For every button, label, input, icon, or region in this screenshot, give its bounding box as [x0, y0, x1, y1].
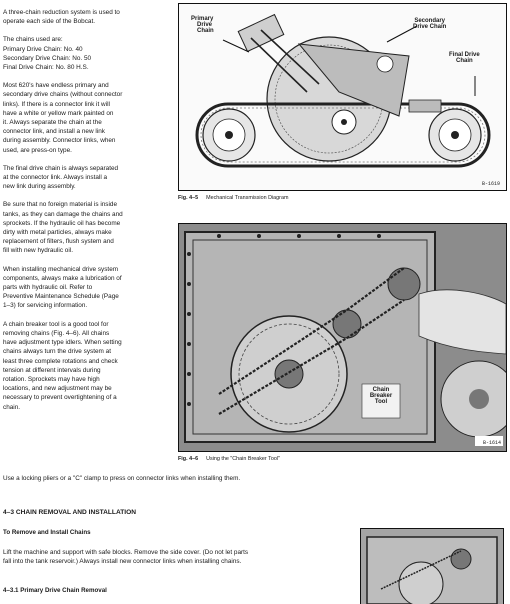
subsection-heading: 4–3.1 Primary Drive Chain Removal: [3, 587, 107, 594]
connector-link-paragraph: Most 620's have endless primary and seco…: [3, 82, 123, 154]
chain-breaker-paragraph: A chain breaker tool is a good tool for …: [3, 320, 122, 411]
figure-reference-code: B-1619: [481, 181, 500, 187]
primary-drive-chain-label: Primary Drive Chain: [191, 16, 214, 34]
secondary-drive-chain-label: Secondary Drive Chain: [413, 18, 447, 30]
lubrication-paragraph: When installing mechanical drive system …: [3, 265, 122, 310]
figure-mechanical-transmission-diagram: Primary Drive Chain Secondary Drive Chai…: [178, 3, 507, 191]
locking-pliers-note: Use a locking pliers or a "C" clamp to p…: [3, 475, 241, 482]
chain-breaker-tool-label: Chain Breaker Tool: [369, 387, 393, 405]
remove-install-paragraph: Lift the machine and support with safe b…: [3, 549, 249, 565]
left-text-column: A three-chain reduction system is used t…: [3, 8, 169, 421]
subheading: To Remove and Install Chains: [3, 529, 91, 536]
figure-thumbnail: [360, 528, 504, 604]
figure-reference-code: B-1614: [482, 440, 501, 446]
figure-chain-breaker-tool-photo: Chain Breaker Tool B-1614: [178, 223, 507, 452]
transmission-diagram-drawing: [195, 13, 491, 168]
chain-list-paragraph: The chains used are: Primary Drive Chain…: [3, 36, 92, 72]
foreign-material-paragraph: Be sure that no foreign material is insi…: [3, 201, 123, 255]
thumbnail-drawing: [366, 536, 498, 604]
final-drive-chain-label: Final Drive Chain: [449, 52, 480, 64]
intro-paragraph: A three-chain reduction system is used t…: [3, 9, 120, 26]
chain-breaker-photo-drawing: [179, 224, 506, 451]
final-chain-paragraph: The final drive chain is always separate…: [3, 164, 119, 191]
section-heading: 4–3 CHAIN REMOVAL AND INSTALLATION: [3, 509, 136, 516]
